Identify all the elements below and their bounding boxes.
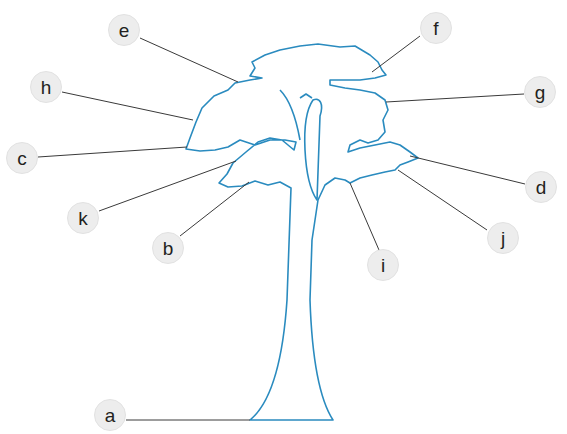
callout-circle: f xyxy=(420,12,452,44)
callout-circle: d xyxy=(525,171,557,203)
callout-circle: i xyxy=(367,249,399,281)
callout-circle-fill xyxy=(421,13,452,44)
leader-line xyxy=(126,420,250,421)
leader-line xyxy=(350,183,379,250)
callout-circle-fill xyxy=(488,223,519,254)
leader-line xyxy=(99,161,236,211)
callout-circle: e xyxy=(108,14,140,46)
callout-circle: b xyxy=(152,232,184,264)
callout-circle: k xyxy=(67,202,99,234)
callout-circle-fill xyxy=(526,172,557,203)
callout-letter: h xyxy=(41,78,52,97)
callout-letter: c xyxy=(17,149,27,168)
callout-circle-fill xyxy=(95,400,126,431)
callout-circle: h xyxy=(30,71,62,103)
callout-letter: f xyxy=(433,19,438,38)
branch-gap xyxy=(305,99,322,200)
callout-circle-fill xyxy=(31,72,62,103)
callout-circle-fill xyxy=(7,143,38,174)
leader-line xyxy=(140,38,238,82)
callout-letter: i xyxy=(381,256,385,275)
leader-line xyxy=(38,147,187,157)
leader-line xyxy=(386,94,524,102)
callout-letter: j xyxy=(501,229,505,248)
leader-line xyxy=(410,156,525,184)
callout-circle-fill xyxy=(153,233,184,264)
callout-letter: g xyxy=(535,83,546,102)
leader-line xyxy=(372,36,420,72)
leader-line xyxy=(398,170,487,230)
callout-circle: c xyxy=(6,142,38,174)
callout-circle-fill xyxy=(525,77,556,108)
callout-circle-fill xyxy=(368,250,399,281)
tree-outline xyxy=(186,44,418,420)
callout-letter: d xyxy=(536,178,547,197)
callout-letter: a xyxy=(105,406,116,425)
crown-fold xyxy=(300,94,312,98)
callout-circle-fill xyxy=(109,15,140,46)
callout-circle-fill xyxy=(68,203,99,234)
callout-circle: j xyxy=(487,222,519,254)
callout-letter: e xyxy=(119,21,130,40)
callout-letter: k xyxy=(78,209,88,228)
callout-circle: a xyxy=(94,399,126,431)
crown-fold xyxy=(280,90,300,140)
callout-letter: b xyxy=(163,239,174,258)
leader-line xyxy=(62,92,193,120)
leader-line xyxy=(180,182,249,236)
callout-circle: g xyxy=(524,76,556,108)
